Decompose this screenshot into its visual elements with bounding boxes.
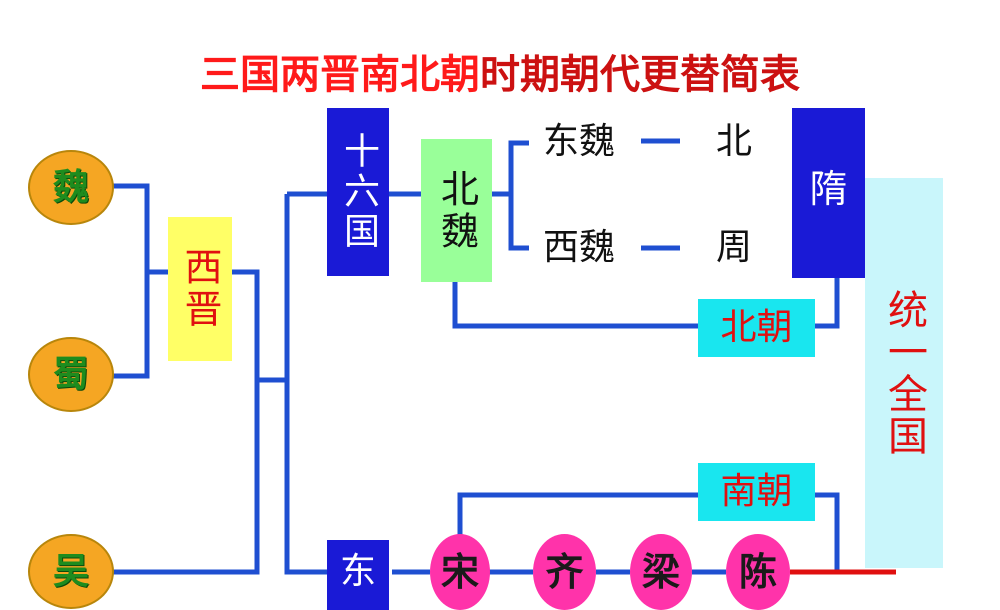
page-title: 三国两晋南北朝时期朝代更替简表 bbox=[0, 42, 1000, 100]
line-beiwei-beichao bbox=[452, 282, 698, 329]
title-part1: 三国两晋南北朝 bbox=[200, 52, 480, 98]
sui-label: 隋 bbox=[809, 167, 848, 211]
line-wei bbox=[112, 183, 150, 272]
dongwei-label: 东魏 bbox=[543, 121, 616, 162]
line-split-low bbox=[508, 194, 529, 251]
dynasty-chen: 陈 bbox=[726, 534, 790, 610]
line-song-nanchao bbox=[457, 492, 698, 536]
line-split bbox=[492, 140, 529, 197]
line-xijin-out bbox=[232, 269, 287, 383]
nanchao-box: 南朝 bbox=[698, 463, 815, 521]
line-shu bbox=[112, 272, 150, 379]
xijin-box: 西晋 bbox=[168, 217, 232, 361]
dongjin-label: 东 bbox=[339, 551, 376, 592]
dynasty-liang: 梁 bbox=[630, 534, 692, 610]
xijin-label: 西晋 bbox=[178, 247, 222, 331]
dynasty-qi: 齐 bbox=[533, 534, 596, 610]
zhou-char: 周 bbox=[716, 227, 753, 268]
state-shu-label: 蜀 bbox=[52, 353, 89, 395]
beiwei-label: 北魏 bbox=[434, 168, 479, 253]
dynasty-song: 宋 bbox=[430, 534, 490, 610]
dynasty-song-label: 宋 bbox=[440, 550, 479, 594]
tongyi-box: 统一全国 bbox=[865, 178, 943, 568]
dynasty-qi-label: 齐 bbox=[545, 550, 584, 594]
tongyi-label: 统一全国 bbox=[881, 289, 927, 457]
line-beichao-sui bbox=[815, 278, 840, 329]
shiliuguo-box: 十六国 bbox=[327, 108, 389, 276]
xiwei-label: 西魏 bbox=[543, 227, 616, 268]
beichao-label: 北朝 bbox=[720, 307, 793, 348]
state-wei-label: 魏 bbox=[52, 166, 89, 208]
dynasty-liang-label: 梁 bbox=[641, 550, 680, 594]
state-shu: 蜀 bbox=[28, 337, 114, 412]
shiliuguo-label: 十六国 bbox=[338, 132, 379, 252]
bei-char: 北 bbox=[716, 121, 753, 162]
beichao-box: 北朝 bbox=[698, 299, 815, 357]
line-trunk bbox=[284, 194, 327, 575]
beiwei-box: 北魏 bbox=[421, 139, 492, 282]
sui-box: 隋 bbox=[792, 108, 865, 278]
dynasty-chen-label: 陈 bbox=[738, 550, 777, 594]
line-wu bbox=[112, 380, 260, 575]
state-wu-label: 吴 bbox=[52, 550, 89, 592]
title-part2: 时期朝代更替简表 bbox=[480, 52, 800, 98]
dongjin-box: 东 bbox=[327, 540, 389, 610]
line-nanchao-tongyi bbox=[815, 492, 840, 572]
state-wei: 魏 bbox=[28, 150, 114, 225]
nanchao-label: 南朝 bbox=[720, 471, 793, 512]
state-wu: 吴 bbox=[28, 534, 114, 609]
